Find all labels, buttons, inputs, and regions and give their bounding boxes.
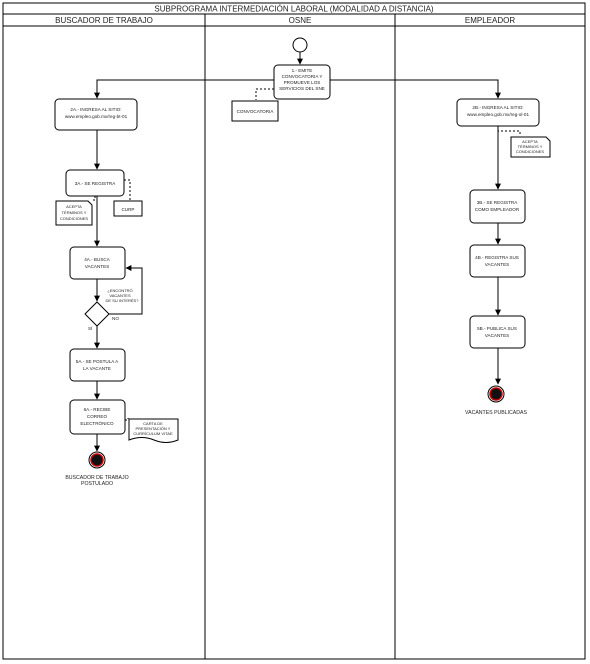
decision-q-line2: VACANTES (109, 293, 131, 298)
doc-cv-line3: CURRÍCULUM VITAE (133, 431, 173, 436)
connector-decision-no (109, 265, 143, 315)
note-terms-empleador-line3: CONDICIONES (516, 149, 545, 154)
doc-convocatoria-label: CONVOCATORIA (237, 109, 275, 114)
doc-curp (113, 200, 143, 217)
step6a-line3: ELECTRÓNICO (80, 420, 114, 426)
diagram-title: SUBPROGRAMA INTERMEDIACIÓN LABORAL (MODA… (154, 5, 433, 14)
step4a-box (69, 246, 126, 280)
note-terms-empleador-line1: ACEPTA (522, 139, 538, 144)
step5a-line2: LA VACANTE (83, 366, 111, 371)
connector-step3a-notes (124, 179, 131, 201)
end-node-empleador (489, 387, 503, 401)
step5a-line1: 5A.- SE POSTULA A (76, 359, 119, 364)
step4a-line1: 4A.- BUSCA (84, 257, 110, 262)
step3a-label: 3A.- SE REGISTRA (75, 181, 117, 186)
decision-q-line1: ¿ENCONTRÓ (107, 288, 132, 293)
doc-cv-line1: CARTA DE (143, 421, 163, 426)
step1-box (273, 64, 331, 100)
step5a-box (69, 348, 126, 382)
end-node-buscador (90, 453, 104, 467)
note-terms-buscador-line2: TÉRMINOS Y (62, 210, 87, 215)
step5b-line1: 5B.- PUBLICA SUS (477, 326, 517, 331)
decision-no-label: NO (112, 316, 119, 321)
connector-step2b-terms (497, 126, 521, 136)
doc-convocatoria (231, 100, 279, 122)
step2a-line1: 2A.- INGRESA AL SITIO: (70, 107, 121, 112)
note-terms-empleador (510, 136, 551, 158)
note-terms-buscador (55, 200, 93, 226)
step1-line1: 1.- EMITE (292, 68, 313, 73)
lane-header-empleador: EMPLEADOR (465, 16, 515, 25)
note-terms-buscador-line1: ACEPTA (66, 204, 82, 209)
step6a-line1: 6A.- RECIBE (84, 407, 111, 412)
connector-step1-step2a (94, 79, 274, 99)
doc-cv (128, 418, 179, 443)
lane-header-osne: OSNE (289, 16, 312, 25)
decision-si-label: SÍ (88, 325, 93, 331)
step5b-line2: VACANTES (485, 333, 509, 338)
step1-line2: CONVOCATORIA Y (282, 74, 323, 79)
decision-diamond (84, 301, 110, 327)
step6a-line2: CORREO (87, 414, 108, 419)
lane-header-buscador: BUSCADOR DE TRABAJO (55, 16, 153, 25)
connector-step6a-cv (125, 418, 129, 421)
decision-q-line3: DE SU INTERÉS? (106, 298, 140, 303)
step4b-line1: 4B.- REGISTRA SUS (475, 255, 519, 260)
step4b-line2: VACANTES (485, 262, 509, 267)
step2a-line2: www.empleo.gob.mx/reg-bt-01 (65, 114, 128, 119)
start-node (292, 37, 308, 53)
connector-step3a-terms (92, 196, 96, 201)
step2a-box (54, 98, 138, 131)
end-label-buscador-line1: BUSCADOR DE TRABAJO (65, 475, 128, 481)
connector-step1-step2b (330, 79, 501, 99)
doc-cv-line2: PRESENTACIÓN Y (136, 426, 171, 431)
step3b-line2: COMO EMPLEADOR (475, 207, 520, 212)
step2b-line2: www.empleo.gob.mx/reg-ol-01 (467, 112, 529, 117)
step1-line4: SERVICIOS DEL SNE (279, 86, 325, 91)
note-terms-empleador-line2: TÉRMINOS Y (518, 144, 543, 149)
step1-line3: PROMUEVE LOS (284, 80, 321, 85)
note-terms-buscador-line3: CONDICIONES (60, 216, 89, 221)
step2b-line1: 2B.- INGRESA AL SITIO: (472, 105, 523, 110)
connector-step1-doc (255, 88, 274, 100)
step3b-line1: 3B.- SE REGISTRA (477, 200, 519, 205)
doc-curp-label: CURP (121, 207, 134, 212)
end-label-empleador: VACANTES PUBLICADAS (465, 410, 527, 416)
step4a-line2: VACANTES (85, 264, 109, 269)
step4b-box (469, 244, 526, 278)
step5b-box (469, 315, 526, 349)
end-label-buscador-line2: POSTULADO (81, 481, 113, 487)
